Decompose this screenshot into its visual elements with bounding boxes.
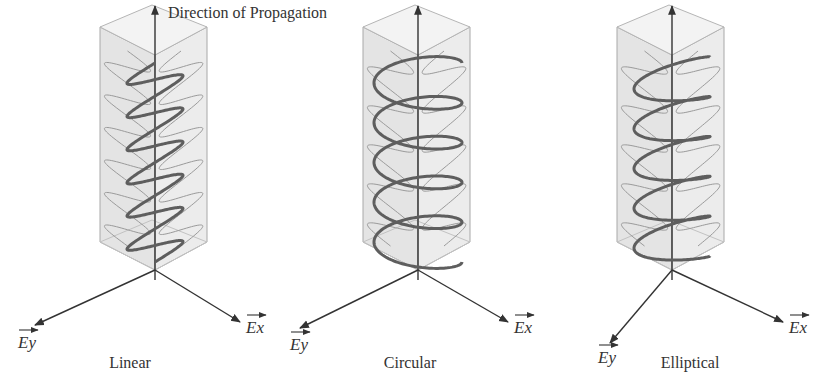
axis-label: Ey — [290, 328, 308, 355]
axis-label: Ex — [514, 311, 532, 338]
ey-axis — [300, 270, 418, 328]
vector-arrow — [599, 344, 618, 345]
box-top — [363, 5, 470, 55]
field-curve — [634, 57, 710, 260]
axis-label: Ex — [246, 311, 264, 338]
propagation-axis — [417, 6, 418, 280]
field-curve — [374, 57, 462, 269]
caption-label: Circular — [384, 354, 436, 372]
axis-label: Ey — [598, 341, 616, 368]
vector-arrow — [515, 314, 534, 315]
ey-axis — [610, 270, 672, 343]
caption-label: Linear — [109, 354, 151, 372]
axis-label: Ex — [789, 311, 807, 338]
polarization-figure — [300, 5, 508, 328]
vector-arrow — [291, 331, 310, 332]
axis-label: Ey — [18, 326, 36, 353]
propagation-label: Direction of Propagation — [168, 4, 327, 22]
box-wall — [155, 27, 207, 270]
polarization-figure — [35, 5, 240, 325]
caption-label: Elliptical — [661, 354, 720, 372]
field-curve — [127, 63, 183, 262]
ey-axis — [35, 270, 155, 325]
box-bottom — [617, 220, 724, 270]
vector-arrow — [19, 329, 38, 330]
propagation-axis — [154, 6, 155, 280]
ex-axis — [418, 270, 508, 322]
ex-axis — [672, 270, 783, 322]
box-top — [617, 5, 724, 55]
polarization-figure — [610, 5, 783, 343]
vector-arrow — [247, 314, 266, 315]
vector-arrow — [790, 314, 809, 315]
ex-axis — [155, 270, 240, 322]
box-wall — [363, 27, 418, 270]
